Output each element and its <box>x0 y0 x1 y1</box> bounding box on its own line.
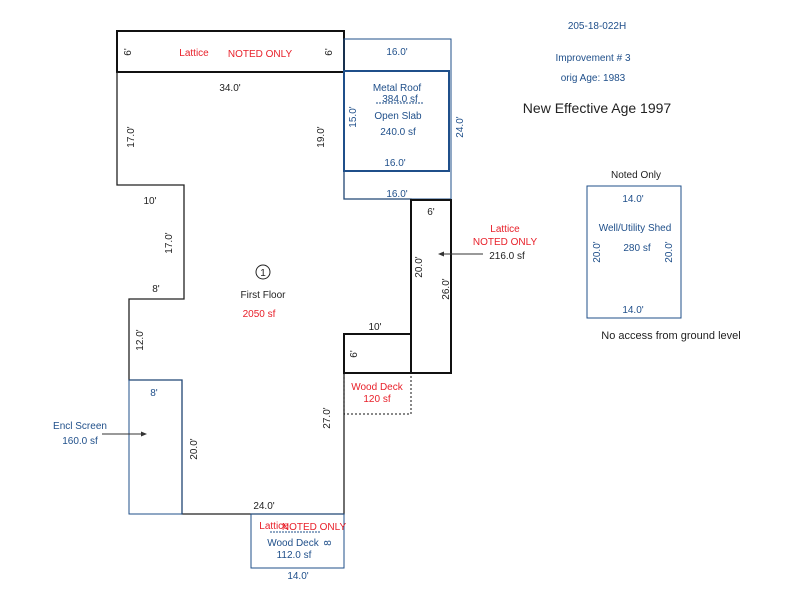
top-lattice-left-dim: 6' <box>123 48 134 56</box>
carport-inner-left-dim: 15.0' <box>348 106 359 127</box>
dim-right-lower: 27.0' <box>322 407 333 428</box>
shed-label: Well/Utility Shed <box>599 223 672 234</box>
right-lattice-inner-dim: 20.0' <box>414 256 425 277</box>
dim-bottom: 24.0' <box>253 501 274 512</box>
arrow-head-icon <box>141 431 147 437</box>
wood-deck-right-top-dim: 10' <box>368 322 381 333</box>
wood-deck-right-dashed <box>343 373 412 415</box>
open-slab-area <box>343 70 450 172</box>
parcel-id: 205-18-022H <box>568 21 626 32</box>
wood-deck-right-side-dim: 6' <box>349 350 360 358</box>
right-lattice-area <box>410 199 452 374</box>
improvement-number: Improvement # 3 <box>555 53 630 64</box>
dim-left-upper: 17.0' <box>126 126 137 147</box>
dim-top: 34.0' <box>219 83 240 94</box>
first-floor-label: First Floor <box>241 290 287 301</box>
dim-step-side: 17.0' <box>164 232 175 253</box>
wood-deck-bottom-area-text: 112.0 sf <box>277 550 312 561</box>
open-slab-area-text: 240.0 sf <box>380 127 416 138</box>
top-lattice-right-dim: 6' <box>324 48 335 56</box>
shed-right-dim: 20.0' <box>664 241 675 262</box>
shed-area <box>586 185 682 319</box>
right-lattice-label: Lattice <box>490 224 520 235</box>
dim-step-bottom: 8' <box>152 284 160 295</box>
right-lattice-note: NOTED ONLY <box>473 237 538 248</box>
carport-inner-bottom-dim: 16.0' <box>384 158 405 169</box>
top-lattice-note: NOTED ONLY <box>228 49 293 60</box>
encl-screen-top-dim: 8' <box>150 388 158 399</box>
top-lattice-label: Lattice <box>179 48 209 59</box>
shed-bottom-dim: 14.0' <box>622 305 643 316</box>
metal-roof-label: Metal Roof <box>373 83 422 94</box>
right-lattice-top-dim: 6' <box>427 207 435 218</box>
arrow-head-icon <box>438 251 444 257</box>
dim-step-top: 10' <box>143 196 156 207</box>
encl-screen-area-text: 160.0 sf <box>62 436 98 447</box>
floor-marker-circle <box>255 264 271 280</box>
dim-inner: 20.0' <box>189 438 200 459</box>
right-lattice-outer-dim: 26.0' <box>441 278 452 299</box>
shed-area-text: 280 sf <box>623 243 650 254</box>
wood-deck-bottom-area <box>250 513 345 569</box>
wood-deck-bottom-label: Wood Deck <box>267 538 320 549</box>
orig-age: orig Age: 1983 <box>561 73 626 84</box>
encl-screen-label: Encl Screen <box>53 421 107 432</box>
shed-top-dim: 14.0' <box>622 194 643 205</box>
wood-deck-right-label: Wood Deck <box>351 382 404 393</box>
shed-header: Noted Only <box>611 170 661 181</box>
open-slab-label: Open Slab <box>374 111 422 122</box>
wood-deck-bottom-side-dim: 8 <box>323 540 334 546</box>
wood-deck-bottom-dim: 14.0' <box>287 571 308 582</box>
dim-left-mid: 12.0' <box>135 329 146 350</box>
floor-marker: 1 <box>260 268 266 279</box>
carport-right-dim: 24.0' <box>455 116 466 137</box>
wood-deck-bottom-note: NOTED ONLY <box>282 522 347 533</box>
encl-screen-area <box>128 379 183 515</box>
wood-deck-bottom-lattice: Lattice <box>259 521 289 532</box>
first-floor-area: 2050 sf <box>243 309 276 320</box>
wood-deck-right-area: 120 sf <box>363 394 390 405</box>
carport-lower-dim: 16.0' <box>386 189 407 200</box>
wood-deck-right-upper <box>343 333 412 374</box>
metal-roof-area: 384.0 sf <box>382 94 418 105</box>
dim-right-upper: 19.0' <box>316 126 327 147</box>
right-lattice-area-text: 216.0 sf <box>489 251 525 262</box>
effective-age: New Effective Age 1997 <box>523 100 672 116</box>
carport-top-dim: 16.0' <box>386 47 407 58</box>
shed-note: No access from ground level <box>601 330 740 342</box>
shed-left-dim: 20.0' <box>592 241 603 262</box>
